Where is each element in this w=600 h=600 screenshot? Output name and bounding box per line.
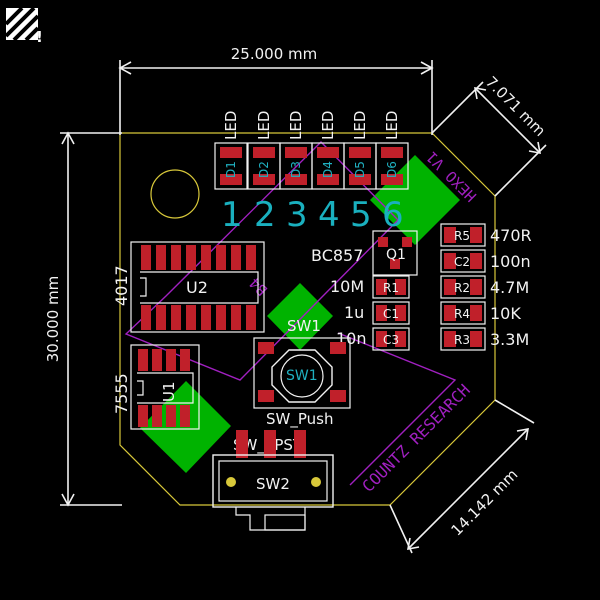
passive-ref: R2	[454, 281, 470, 295]
passive-value: 100n	[490, 252, 531, 271]
led-number: 6	[382, 195, 404, 235]
led-number: 3	[286, 195, 308, 235]
led-d4[interactable]: LED D4 4	[311, 111, 345, 235]
led-label: LED	[222, 111, 240, 140]
mounting-hole	[150, 169, 200, 219]
passive-ref: R5	[454, 229, 470, 243]
passive-value: 10K	[490, 304, 521, 323]
led-number: 4	[318, 195, 340, 235]
passive-value: 10M	[330, 277, 364, 296]
passive-ref: R3	[454, 333, 470, 347]
passive-r2[interactable]: R2 4.7M	[440, 275, 529, 299]
led-label: LED	[319, 111, 337, 140]
passive-value: 4.7M	[490, 278, 529, 297]
dimension-width	[118, 60, 434, 135]
sw1-value: SW_Push	[266, 410, 333, 429]
fab-outline-lower	[337, 332, 457, 486]
led-number: 1	[221, 195, 243, 235]
dimension-chamfer-label: 7.071 mm	[482, 73, 549, 140]
q1-value: BC857	[311, 246, 363, 265]
led-d2[interactable]: LED D2 2	[247, 111, 281, 235]
led-label: LED	[255, 111, 273, 140]
dimension-edge	[389, 399, 535, 554]
passive-ref: R4	[454, 307, 470, 321]
switch-sw1[interactable]: SW1 SW1 SW_Push	[253, 317, 351, 429]
drc-warning-icon[interactable]: !	[4, 6, 43, 46]
passive-r5[interactable]: R5 470R	[440, 223, 532, 247]
u1-ref: U1	[160, 381, 178, 402]
led-label: LED	[287, 111, 305, 140]
passive-c2[interactable]: C2 100n	[440, 249, 531, 273]
led-ref: D2	[257, 161, 271, 178]
board-outline	[119, 132, 496, 506]
passive-ref: R1	[383, 281, 399, 295]
passive-value: 1u	[344, 303, 364, 322]
led-number: 5	[350, 195, 372, 235]
led-d5[interactable]: LED D5 5	[343, 111, 377, 235]
led-ref: D1	[224, 161, 238, 178]
passive-r1[interactable]: 10M R1	[330, 275, 410, 299]
dimension-width-label: 25.000 mm	[231, 45, 317, 63]
u1-value: 7555	[112, 373, 131, 414]
copper-zone-center	[267, 283, 333, 350]
switch-sw2[interactable]: SW_SPST SW2	[212, 430, 334, 531]
led-ref: D6	[385, 161, 399, 178]
passive-r4[interactable]: R4 10K	[440, 301, 521, 325]
passive-c3[interactable]: 10n C3	[336, 327, 410, 351]
dimension-edge-label: 14.142 mm	[448, 466, 522, 540]
passive-value: 470R	[490, 226, 532, 245]
passive-ref: C3	[383, 333, 399, 347]
passive-ref: C2	[454, 255, 470, 269]
ic-u1[interactable]: U1 7555	[112, 344, 200, 430]
dimension-height-label: 30.000 mm	[44, 276, 62, 362]
u2-value: 4017	[112, 265, 131, 306]
sw1-fab-ref: SW1	[286, 368, 318, 384]
dimension-height	[60, 131, 122, 507]
ic-u2[interactable]: U2 4017	[112, 241, 265, 333]
led-number: 2	[254, 195, 276, 235]
led-array: LED D1 1 LED D2 2 LED D3 3 LED	[214, 111, 409, 235]
passive-c1[interactable]: 1u C1	[344, 301, 410, 325]
passive-value: 3.3M	[490, 330, 529, 349]
passive-ref: C1	[383, 307, 399, 321]
u2-ref: U2	[186, 278, 208, 297]
q1-ref: Q1	[386, 247, 406, 263]
svg-text:!: !	[36, 28, 43, 46]
led-label: LED	[383, 111, 401, 140]
led-d1[interactable]: LED D1 1	[214, 111, 248, 235]
sw1-ref: SW1	[287, 317, 321, 335]
sw2-ref: SW2	[256, 475, 290, 493]
led-ref: D4	[321, 161, 335, 178]
led-ref: D5	[353, 161, 367, 178]
led-d6[interactable]: LED D6 6	[375, 111, 409, 235]
passive-r3[interactable]: R3 3.3M	[440, 327, 529, 351]
led-ref: D3	[289, 161, 303, 178]
transistor-q1[interactable]: BC857 Q1	[311, 230, 418, 276]
led-d3[interactable]: LED D3 3	[279, 111, 313, 235]
dimension-chamfer	[431, 81, 547, 197]
led-label: LED	[351, 111, 369, 140]
